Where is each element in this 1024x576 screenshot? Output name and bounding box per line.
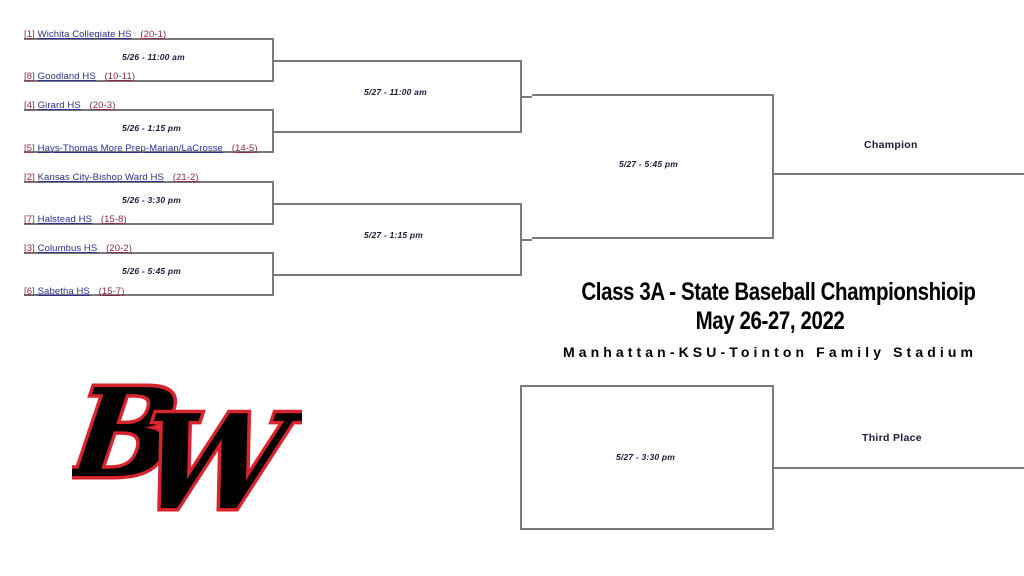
team-seed: [1] [24, 29, 35, 40]
svg-text:W: W [131, 386, 302, 512]
game-time-semifinal-1: 5/27 - 11:00 am [364, 87, 427, 97]
team-entry[interactable]: [5] Hays-Thomas More Prep-Marian/LaCross… [24, 143, 258, 154]
game-time-final: 5/27 - 5:45 pm [619, 159, 679, 169]
semifinal-box-2 [322, 203, 522, 276]
team-name: Girard HS [37, 100, 81, 111]
team-seed: [7] [24, 214, 35, 225]
game-time-quarterfinal-1: 5/26 - 11:00 am [122, 52, 185, 62]
team-record: (15-7) [98, 286, 125, 297]
connector-qf3-to-sf2 [274, 203, 322, 205]
connector-qf2-to-sf1 [274, 131, 322, 133]
team-entry[interactable]: [4] Girard HS (20-3) [24, 100, 115, 111]
bw-logo: B W [72, 372, 302, 512]
title-line-2: May 26-27, 2022 [695, 307, 845, 335]
quarterfinal-box-4 [24, 252, 274, 296]
third-place-box [520, 385, 774, 530]
svg-text:B: B [72, 372, 187, 505]
third-place-line [773, 467, 1024, 469]
team-entry[interactable]: [8] Goodland HS (10-11) [24, 71, 135, 82]
team-entry[interactable]: [6] Sabetha HS (15-7) [24, 286, 125, 297]
title-block: Class 3A - State Baseball Championshioip… [540, 278, 1000, 362]
team-record: (20-1) [140, 29, 167, 40]
championship-box [532, 94, 774, 239]
quarterfinal-box-1 [24, 38, 274, 82]
team-record: (10-11) [104, 71, 136, 82]
title-venue: Manhattan-KSU-Tointon Family Stadium [562, 344, 978, 360]
team-name: Wichita Collegiate HS [37, 29, 132, 40]
team-name: Hays-Thomas More Prep-Marian/LaCrosse [37, 143, 223, 154]
game-time-quarterfinal-4: 5/26 - 5:45 pm [122, 266, 182, 276]
team-name: Goodland HS [37, 71, 96, 82]
connector-sf2-to-final [522, 239, 532, 241]
team-seed: [2] [24, 172, 35, 183]
team-seed: [5] [24, 143, 35, 154]
semifinal-box-1 [322, 60, 522, 133]
quarterfinal-box-3 [24, 181, 274, 225]
connector-qf4-to-sf2 [274, 274, 322, 276]
team-record: (14-5) [231, 143, 258, 154]
team-name: Columbus HS [37, 243, 98, 254]
team-name: Halstead HS [37, 214, 93, 225]
team-seed: [8] [24, 71, 35, 82]
connector-qf1-to-sf1 [274, 60, 322, 62]
champion-line [773, 173, 1024, 175]
connector-sf1-to-final [522, 96, 532, 98]
quarterfinal-box-2 [24, 109, 274, 153]
game-time-quarterfinal-2: 5/26 - 1:15 pm [122, 123, 182, 133]
game-time-third-place: 5/27 - 3:30 pm [616, 452, 676, 462]
game-time-semifinal-2: 5/27 - 1:15 pm [364, 230, 424, 240]
team-seed: [6] [24, 286, 35, 297]
team-name: Kansas City-Bishop Ward HS [37, 172, 164, 183]
team-seed: [4] [24, 100, 35, 111]
third-place-label: Third Place [862, 432, 922, 444]
title-line-1: Class 3A - State Baseball Championshioip [581, 278, 976, 306]
team-name: Sabetha HS [37, 286, 90, 297]
team-record: (20-2) [106, 243, 133, 254]
team-seed: [3] [24, 243, 35, 254]
team-record: (21-2) [172, 172, 199, 183]
team-entry[interactable]: [1] Wichita Collegiate HS (20-1) [24, 29, 166, 40]
team-entry[interactable]: [2] Kansas City-Bishop Ward HS (21-2) [24, 172, 199, 183]
champion-label: Champion [864, 139, 918, 151]
team-record: (20-3) [89, 100, 116, 111]
team-record: (15-8) [100, 214, 127, 225]
team-entry[interactable]: [7] Halstead HS (15-8) [24, 214, 127, 225]
team-entry[interactable]: [3] Columbus HS (20-2) [24, 243, 132, 254]
game-time-quarterfinal-3: 5/26 - 3:30 pm [122, 195, 182, 205]
